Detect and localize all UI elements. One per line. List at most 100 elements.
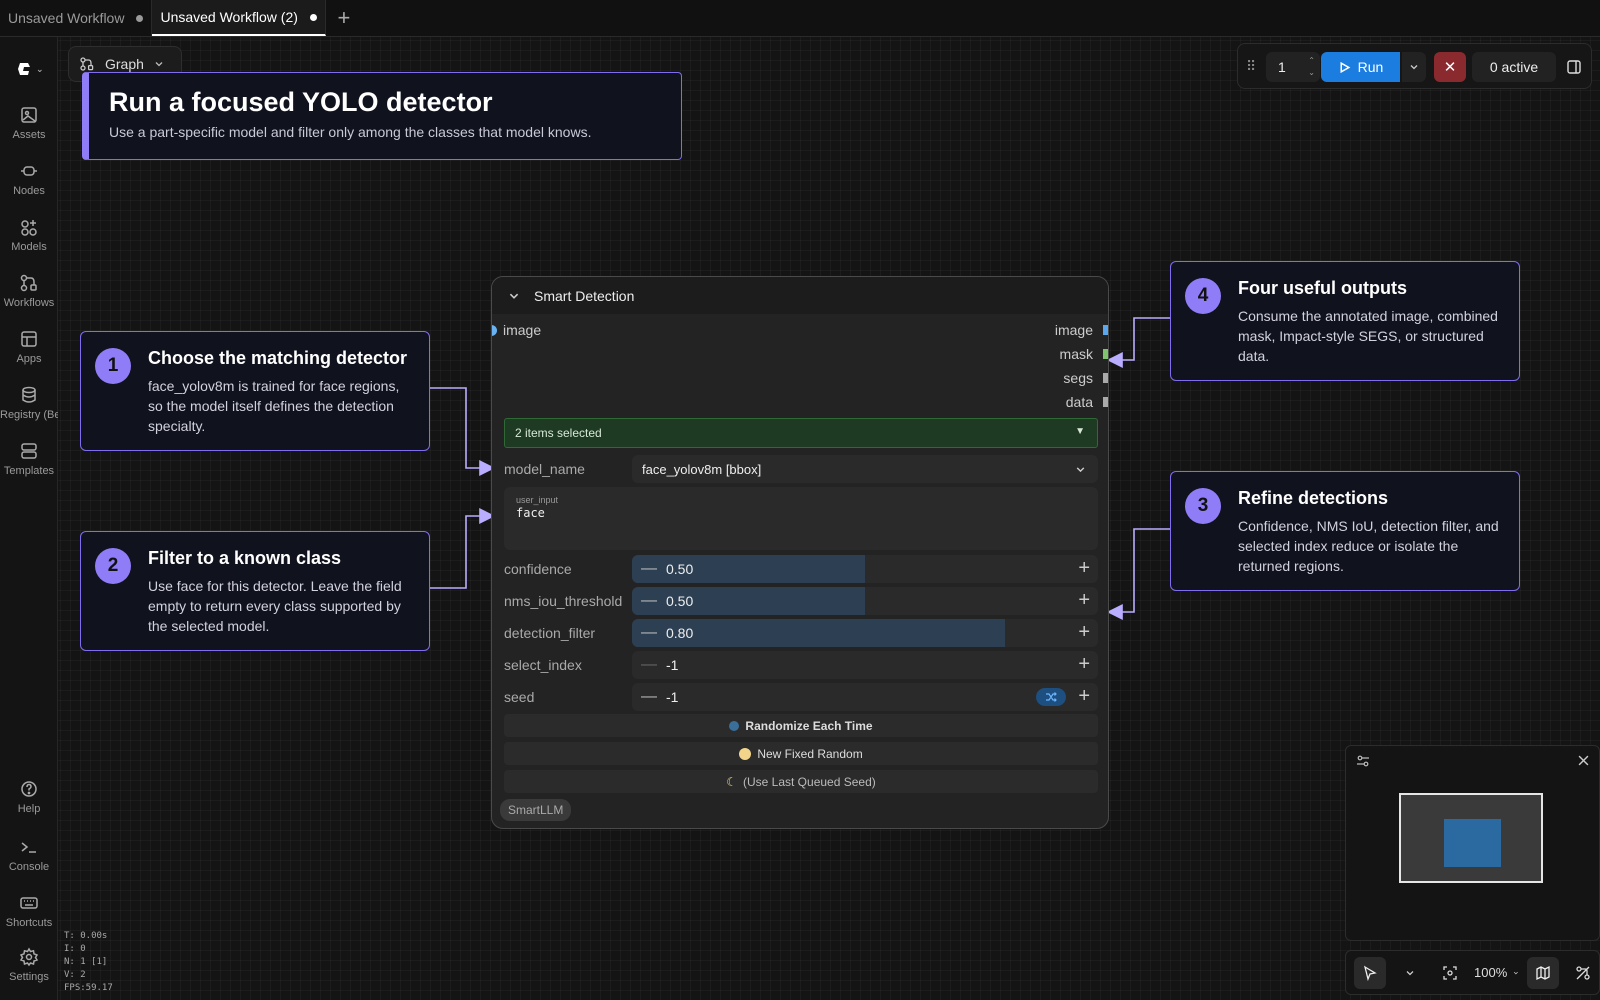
smart-detection-node[interactable]: Smart Detection image image mask segs da… <box>491 276 1109 829</box>
sidebar-item-shortcuts[interactable]: Shortcuts <box>0 893 58 929</box>
widget-label: confidence <box>504 561 572 577</box>
run-toolbar: ⠿ 1 ⌃⌄ Run ✕ 0 active <box>1237 43 1592 89</box>
logo[interactable]: ⌄ <box>14 57 50 81</box>
decrement-icon[interactable]: — <box>641 688 657 705</box>
cancel-run-button[interactable]: ✕ <box>1434 52 1466 82</box>
run-button[interactable]: Run <box>1321 52 1400 82</box>
toggle-minimap-button[interactable] <box>1527 956 1559 989</box>
sidebar-item-models[interactable]: Models <box>0 217 58 253</box>
confidence-slider[interactable]: — 0.50 + <box>632 555 1098 583</box>
select-index-widget[interactable]: select_index — -1 + <box>504 651 1098 679</box>
select-tool-button[interactable] <box>1354 956 1386 989</box>
dice-icon <box>729 720 740 731</box>
use-last-queued-seed-button[interactable]: ☾ (Use Last Queued Seed) <box>504 770 1098 793</box>
stepper-arrows-icon[interactable]: ⌃⌄ <box>1308 56 1315 77</box>
tab-unsaved-workflow-2[interactable]: Unsaved Workflow (2) <box>152 0 326 36</box>
arrow-callout-4 <box>1106 317 1170 368</box>
sidebar-item-workflows[interactable]: Workflows <box>0 273 58 309</box>
node-header[interactable]: Smart Detection <box>492 277 1108 314</box>
shuffle-icon <box>1046 692 1057 702</box>
output-square-icon[interactable] <box>1103 325 1108 335</box>
note-subtitle: Use a part-specific model and filter onl… <box>109 124 592 140</box>
callout-refine-detections[interactable]: 3 Refine detections Confidence, NMS IoU,… <box>1170 471 1520 591</box>
chevron-down-icon <box>1406 970 1414 975</box>
tab-unsaved-workflow[interactable]: Unsaved Workflow <box>0 0 153 36</box>
sidebar-item-apps[interactable]: Apps <box>0 329 58 365</box>
batch-count-input[interactable]: 1 ⌃⌄ <box>1266 52 1320 82</box>
decrement-icon[interactable]: — <box>641 624 657 641</box>
sidebar-item-settings[interactable]: Settings <box>0 947 58 983</box>
decrement-icon[interactable]: — <box>641 656 657 673</box>
randomize-each-time-button[interactable]: Randomize Each Time <box>504 714 1098 737</box>
active-queue-button[interactable]: 0 active <box>1472 52 1556 82</box>
increment-icon[interactable]: + <box>1078 557 1090 579</box>
graph-label: Graph <box>105 56 144 72</box>
templates-icon <box>21 443 37 459</box>
detection-filter-slider[interactable]: — 0.80 + <box>632 619 1098 647</box>
increment-icon[interactable]: + <box>1078 589 1090 611</box>
output-square-icon[interactable] <box>1103 373 1108 383</box>
chevron-down-icon <box>155 62 163 67</box>
seed-widget[interactable]: seed — -1 + <box>504 683 1098 711</box>
model-name-widget[interactable]: model_name face_yolov8m [bbox] <box>504 455 1098 483</box>
nms-iou-slider[interactable]: — 0.50 + <box>632 587 1098 615</box>
sidebar-item-assets[interactable]: Assets <box>0 105 58 141</box>
workflow-icon <box>80 57 94 71</box>
minimap[interactable] <box>1345 745 1600 941</box>
randomize-toggle[interactable] <box>1036 688 1066 706</box>
sidebar-item-help[interactable]: Help <box>0 779 58 815</box>
output-slot-segs[interactable]: segs <box>1063 370 1108 386</box>
step-number: 4 <box>1185 278 1221 314</box>
model-name-combo[interactable]: face_yolov8m [bbox] <box>632 455 1098 483</box>
callout-choose-detector[interactable]: 1 Choose the matching detector face_yolo… <box>80 331 430 451</box>
output-slot-image[interactable]: image <box>1055 322 1108 338</box>
new-tab-button[interactable]: + <box>326 0 362 36</box>
new-fixed-random-button[interactable]: New Fixed Random <box>504 742 1098 765</box>
stat-line: T: 0.00s <box>64 931 108 941</box>
run-options-button[interactable] <box>1402 52 1426 82</box>
sidebar-item-console[interactable]: Console <box>0 837 58 873</box>
drag-handle-icon[interactable]: ⠿ <box>1246 58 1257 74</box>
input-slot-image[interactable]: image <box>492 322 541 338</box>
arrow-callout-1 <box>430 387 496 476</box>
close-icon[interactable] <box>1578 755 1589 766</box>
zoom-menu-button[interactable]: 100% <box>1474 957 1519 989</box>
decrement-icon[interactable]: — <box>641 560 657 577</box>
callout-four-outputs[interactable]: 4 Four useful outputs Consume the annota… <box>1170 261 1520 381</box>
decrement-icon[interactable]: — <box>641 592 657 609</box>
title-note[interactable]: Run a focused YOLO detector Use a part-s… <box>82 72 682 160</box>
minimap-node <box>1444 819 1501 867</box>
user-input-textarea[interactable]: user_input face <box>504 487 1098 550</box>
toggle-links-button[interactable] <box>1567 957 1599 989</box>
output-square-icon[interactable] <box>1103 349 1108 359</box>
widget-value: -1 <box>666 689 679 705</box>
sidebar-item-templates[interactable]: Templates <box>0 441 58 477</box>
sidebar-item-registry[interactable]: Registry (Be <box>0 385 58 421</box>
fit-view-button[interactable] <box>1434 957 1466 989</box>
minimap-viewport[interactable] <box>1399 793 1543 883</box>
keyboard-icon <box>20 897 38 909</box>
detection-filter-widget[interactable]: detection_filter — 0.80 + <box>504 619 1098 647</box>
select-index-stepper[interactable]: — -1 + <box>632 651 1098 679</box>
sliders-icon[interactable] <box>1356 754 1370 768</box>
toggle-panel-button[interactable] <box>1560 52 1588 82</box>
nms-iou-threshold-widget[interactable]: nms_iou_threshold — 0.50 + <box>504 587 1098 615</box>
button-label: Randomize Each Time <box>745 718 873 733</box>
output-slot-mask[interactable]: mask <box>1060 346 1108 362</box>
increment-icon[interactable]: + <box>1078 685 1090 707</box>
callout-filter-class[interactable]: 2 Filter to a known class Use face for t… <box>80 531 430 651</box>
arrow-callout-3 <box>1106 528 1170 620</box>
sidebar-item-nodes[interactable]: Nodes <box>0 161 58 197</box>
collapse-chevron-icon[interactable] <box>508 290 520 302</box>
confidence-widget[interactable]: confidence — 0.50 + <box>504 555 1098 583</box>
model-name-value: face_yolov8m [bbox] <box>642 461 762 477</box>
increment-icon[interactable]: + <box>1078 621 1090 643</box>
play-icon <box>1340 61 1351 73</box>
classes-multi-select[interactable]: 2 items selected ▼ <box>504 418 1098 448</box>
output-square-icon[interactable] <box>1103 397 1108 407</box>
seed-stepper[interactable]: — -1 + <box>632 683 1098 711</box>
increment-icon[interactable]: + <box>1078 653 1090 675</box>
output-slot-data[interactable]: data <box>1066 394 1108 410</box>
input-dot-icon[interactable] <box>492 324 497 336</box>
tool-menu-button[interactable] <box>1394 957 1426 989</box>
